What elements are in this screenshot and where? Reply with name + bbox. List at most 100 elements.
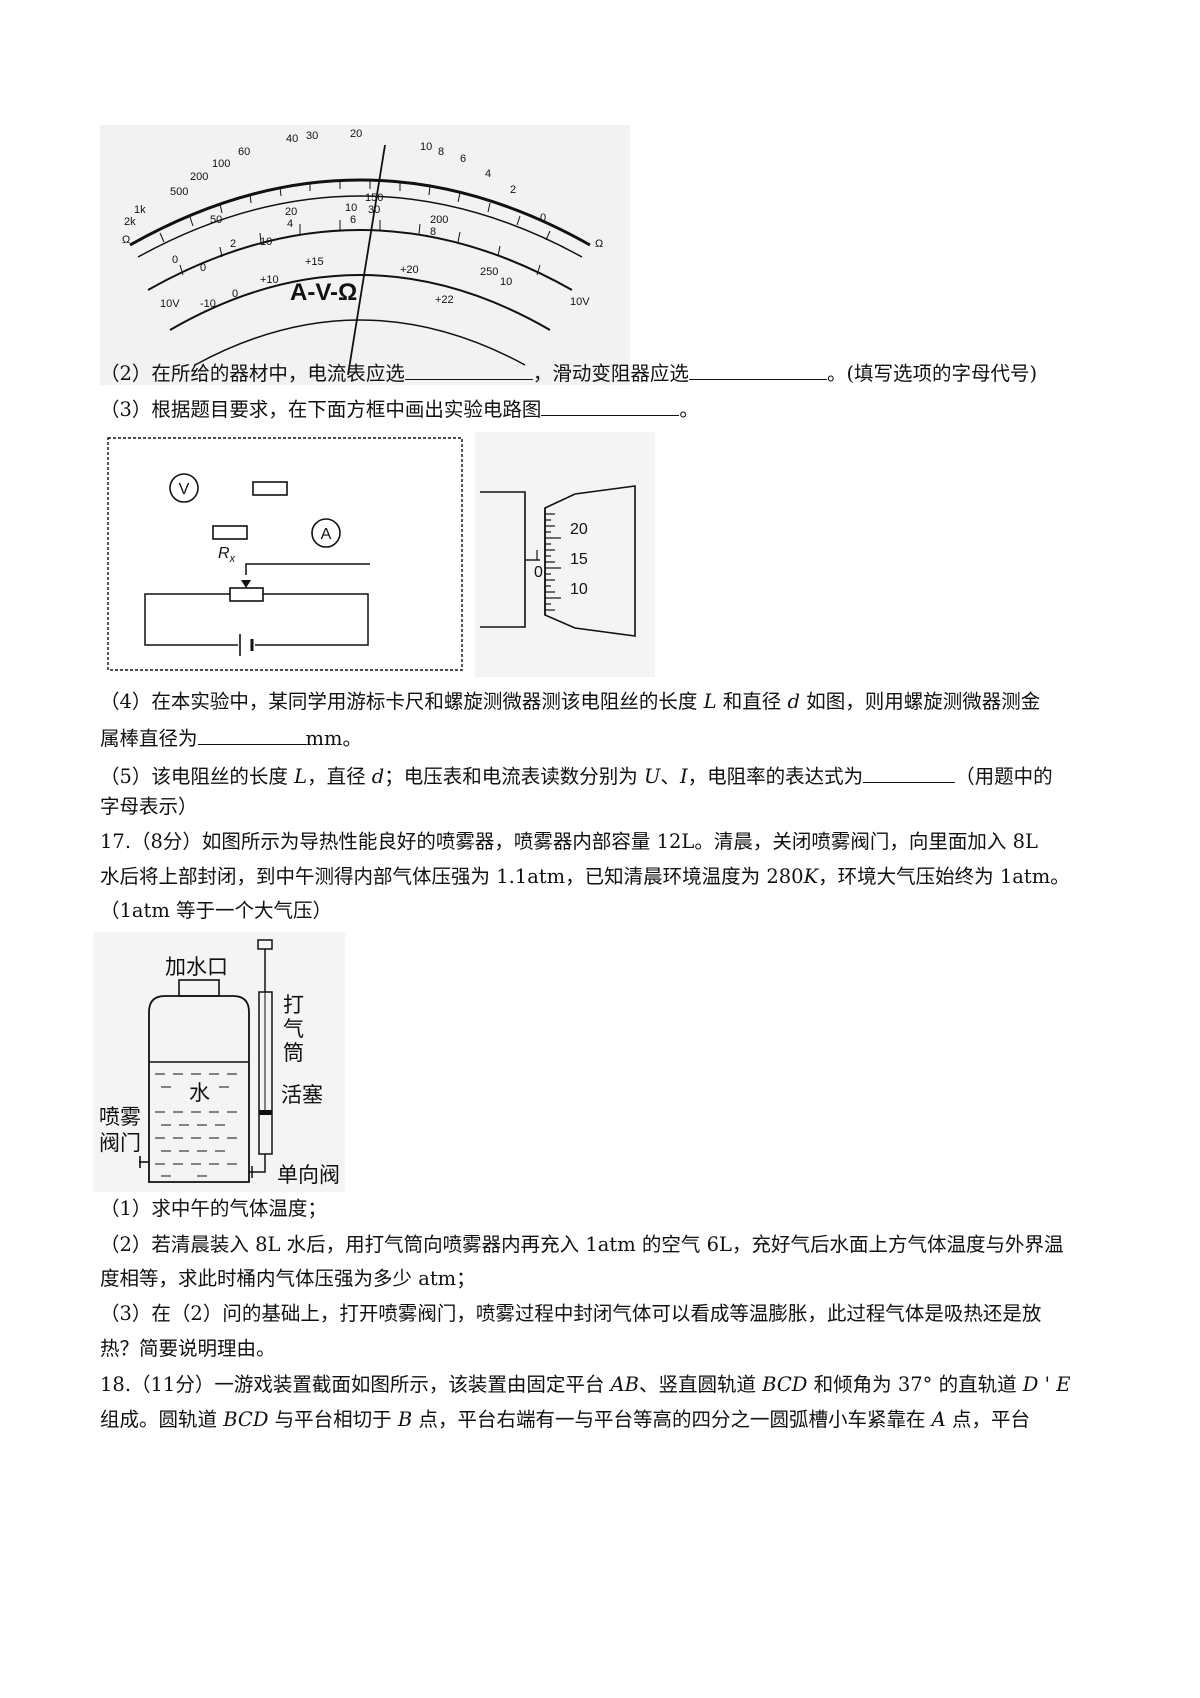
svg-text:30: 30 <box>368 204 380 216</box>
q17-part2-line2: 度相等，求此时桶内气体压强为多少 atm； <box>100 1265 1110 1293</box>
ac-scale-labels: 0 0 2 10 <box>172 236 272 274</box>
q16-part4-line1: （4）在本实验中，某同学用游标卡尺和螺旋测微器测该电阻丝的长度 L 和直径 d … <box>100 688 1110 716</box>
q16-part2-text-c: 。(填写选项的字母代号) <box>826 362 1038 385</box>
q17-part3-text-1: （3）在（2）问的基础上，打开喷雾阀门，喷雾过程中封闭气体可以看成等温膨胀，此过… <box>100 1302 1042 1325</box>
thimble-ticks <box>545 513 561 611</box>
water-inlet-label: 加水口 <box>165 956 228 979</box>
svg-text:2: 2 <box>510 184 516 196</box>
symbol-K: K <box>803 865 819 888</box>
circuit-wire-right <box>255 593 369 646</box>
svg-text:10: 10 <box>420 141 432 153</box>
dial-background <box>100 125 630 385</box>
q16-part2: （2）在所给的器材中，电流表应选 ，滑动变阻器应选 。(填写选项的字母代号) <box>100 357 1110 388</box>
meter-needle <box>347 144 386 376</box>
q18-text-2d: 点，平台 <box>951 1408 1030 1431</box>
q17-part3-text-2: 热？简要说明理由。 <box>100 1337 276 1360</box>
svg-text:30: 30 <box>306 130 318 142</box>
symbol-DE: D ' E <box>1022 1373 1071 1396</box>
q17-line2: 水后将上部封闭，到中午测得内部气体压强为 1.1atm，已知清晨环境温度为 28… <box>100 863 1110 891</box>
symbol-AB: AB <box>610 1373 639 1396</box>
q16-part4-text-b: 和直径 <box>722 690 782 713</box>
micrometer-svg: 0 20 15 10 <box>475 432 655 677</box>
svg-text:10V: 10V <box>570 296 590 308</box>
ammeter-symbol <box>311 518 341 548</box>
q16-part4-text-a: （4）在本实验中，某同学用游标卡尺和螺旋测微器测该电阻丝的长度 <box>100 690 698 713</box>
q16-part5-text-g: 字母表示） <box>100 795 198 818</box>
svg-text:500: 500 <box>170 186 188 198</box>
svg-text:Ω: Ω <box>595 238 603 250</box>
symbol-U: U <box>644 765 661 788</box>
svg-text:+15: +15 <box>305 256 324 268</box>
micrometer-figure: 0 20 15 10 <box>475 432 655 677</box>
circuit-box-svg[interactable]: V Rx A <box>100 432 470 677</box>
circuit-wire-left <box>144 593 238 646</box>
svg-text:Ω: Ω <box>122 234 130 246</box>
micrometer-background <box>475 432 655 677</box>
q16-part5-line1: （5）该电阻丝的长度 L，直径 d；电压表和电流表读数分别为 U、I，电阻率的表… <box>100 760 1110 791</box>
q16-part5-text-d: 、 <box>660 765 680 788</box>
rheostat-slider-arrow <box>241 580 251 588</box>
svg-text:4: 4 <box>485 168 491 180</box>
svg-text:0: 0 <box>540 212 546 224</box>
q17-line1: 17.（8分）如图所示为导热性能良好的喷雾器，喷雾器内部容量 12L。清晨，关闭… <box>100 828 1110 856</box>
dial-ticks <box>159 180 551 276</box>
svg-text:0: 0 <box>200 262 206 274</box>
q17-part2-text-1: （2）若清晨装入 8L 水后，用打气筒向喷雾器内再充入 1atm 的空气 6L，… <box>100 1233 1064 1256</box>
circuit-diagram-blank[interactable] <box>541 393 680 416</box>
svg-text:40: 40 <box>286 133 298 145</box>
resistivity-answer-blank[interactable] <box>863 760 956 783</box>
q16-part3-text-b: 。 <box>679 398 699 421</box>
voltmeter-letter: V <box>179 481 190 498</box>
q18-text-1b: 、竖直圆轨道 <box>638 1373 756 1396</box>
pump-label-2: 气 <box>283 1018 304 1041</box>
svg-text:20: 20 <box>350 128 362 140</box>
svg-text:10: 10 <box>260 236 272 248</box>
q18-line1: 18.（11分）一游戏装置截面如图所示，该装置由固定平台 AB、竖直圆轨道 BC… <box>100 1371 1110 1399</box>
svg-text:+20: +20 <box>400 264 419 276</box>
diameter-answer-blank[interactable] <box>197 722 306 745</box>
q18-line2: 组成。圆轨道 BCD 与平台相切于 B 点，平台右端有一与平台等高的四分之一圆弧… <box>100 1406 1110 1434</box>
rheostat-choice-blank[interactable] <box>688 357 827 380</box>
svg-text:0: 0 <box>172 254 178 266</box>
q16-part3: （3）根据题目要求，在下面方框中画出实验电路图 。 <box>100 393 1110 424</box>
q18-text-1c: 和倾角为 37° 的直轨道 <box>813 1373 1017 1396</box>
thimble-label-15: 15 <box>570 551 588 568</box>
symbol-B: B <box>397 1408 413 1431</box>
q18-text-2a: 组成。圆轨道 <box>100 1408 218 1431</box>
rx-resistor-symbol <box>212 525 248 540</box>
q18-text-2c: 点，平台右端有一与平台等高的四分之一圆弧槽小车紧靠在 <box>418 1408 926 1431</box>
multimeter-dial-svg: 60 40 30 20 10 8 6 4 2 0 100 200 500 1k … <box>100 125 630 385</box>
symbol-d: d <box>371 765 385 788</box>
svg-text:4: 4 <box>287 218 293 230</box>
q16-part2-text-b: ，滑动变阻器应选 <box>532 362 689 385</box>
svg-text:100: 100 <box>212 158 230 170</box>
q17-text-2b: ，环境大气压始终为 1atm。 <box>818 865 1070 888</box>
low-scale-labels: -10 0 +10 +15 +20 +22 10V 10V <box>160 256 590 310</box>
rheostat-symbol <box>229 587 264 602</box>
q18-text-2b: 与平台相切于 <box>274 1408 392 1431</box>
ohm-arc-inner <box>137 195 583 258</box>
ammeter-choice-blank[interactable] <box>404 357 533 380</box>
svg-text:6: 6 <box>350 214 356 226</box>
q16-part5-line2: 字母表示） <box>100 793 1110 821</box>
meter-label: A-V-Ω <box>290 279 357 306</box>
symbol-I: I <box>679 765 688 788</box>
svg-text:6: 6 <box>460 153 466 165</box>
multimeter-dial-figure: 60 40 30 20 10 8 6 4 2 0 100 200 500 1k … <box>100 125 630 385</box>
svg-text:200: 200 <box>190 171 208 183</box>
thimble-label-10: 10 <box>570 581 588 598</box>
q17-text-2a: 水后将上部封闭，到中午测得内部气体压强为 1.1atm，已知清晨环境温度为 28… <box>100 865 804 888</box>
q17-text-3: （1atm 等于一个大气压） <box>100 899 333 922</box>
svg-text:10: 10 <box>500 276 512 288</box>
q17-part3-line1: （3）在（2）问的基础上，打开喷雾阀门，喷雾过程中封闭气体可以看成等温膨胀，此过… <box>100 1300 1110 1328</box>
svg-text:8: 8 <box>430 226 436 238</box>
circuit-box-figure: V Rx A <box>100 432 470 677</box>
rheostat-slider-wire <box>245 563 370 575</box>
svg-text:8: 8 <box>438 146 444 158</box>
spray-valve-label-1: 喷雾 <box>99 1106 141 1129</box>
symbol-L: L <box>703 690 717 713</box>
q16-part3-text-a: （3）根据题目要求，在下面方框中画出实验电路图 <box>100 398 542 421</box>
svg-text:+10: +10 <box>260 274 279 286</box>
q16-part2-text-a: （2）在所给的器材中，电流表应选 <box>100 362 405 385</box>
